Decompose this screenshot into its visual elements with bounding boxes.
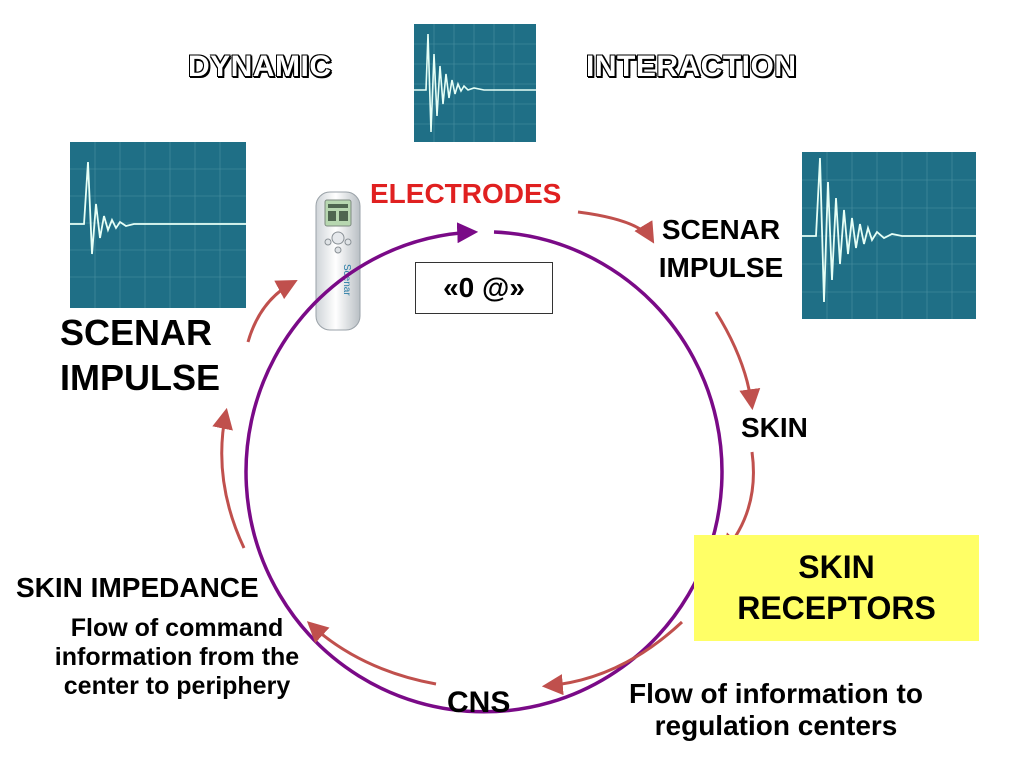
flow-command-caption: Flow of command information from the cen… [22,614,332,700]
oscilloscope-top [414,24,536,142]
label-scenar-impulse-left-line1: SCENAR [60,312,213,353]
oscilloscope-left [70,142,246,308]
skin-receptors-line2: RECEPTORS [737,590,936,626]
title-interaction: INTERACTION [586,50,797,83]
flow-command-line2: information from the [54,642,300,671]
purple-cycle [244,222,724,714]
device-brand-logo: Scenar [341,264,352,296]
skin-receptors-box: SKIN RECEPTORS [694,535,979,641]
flow-information-caption: Flow of information to regulation center… [596,678,956,742]
flow-information-line1: Flow of information to [629,678,923,709]
zero-display-box: «0 @» [415,262,553,314]
skin-receptors-line1: SKIN [798,549,875,586]
label-scenar-impulse-right-line1: SCENAR [661,214,781,245]
label-skin-impedance: SKIN IMPEDANCE [16,572,259,603]
oscilloscope-right [802,152,976,319]
label-cns: CNS [447,686,511,719]
flow-command-line3: center to periphery [63,671,291,700]
arrow-impedance-to-impulse [212,407,246,549]
label-skin: SKIN [741,412,808,443]
label-electrodes: ELECTRODES [370,178,562,209]
scenar-device: Scenar [314,190,362,332]
flow-command-line1: Flow of command [70,614,284,642]
zero-display-text: «0 @» [443,271,525,303]
label-scenar-impulse-right-line2: IMPULSE [658,252,784,284]
label-scenar-impulse-right: SCENAR IMPULSE [646,214,796,284]
title-dynamic: DYNAMIC [188,50,332,83]
label-scenar-impulse-left: SCENAR IMPULSE [60,312,220,399]
arrow-receptors-to-cns [541,620,684,696]
arrow-cns-to-impedance [306,621,437,686]
label-scenar-impulse-left-line2: IMPULSE [60,357,221,399]
arrow-impulse-to-device [246,280,298,343]
flow-information-line2: regulation centers [654,710,898,742]
arrow-impulse-to-skin [714,311,761,411]
arrow-electrodes-to-impulse [577,210,655,244]
